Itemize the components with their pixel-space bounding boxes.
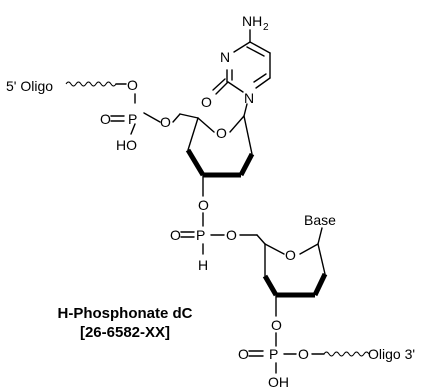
bond bbox=[229, 115, 245, 133]
bond bbox=[246, 46, 265, 57]
ring-oxygen-label: O bbox=[285, 247, 296, 263]
oxygen-label: O bbox=[238, 346, 249, 362]
bond bbox=[179, 113, 199, 119]
bond bbox=[253, 73, 267, 83]
lower-sugar bbox=[262, 227, 328, 317]
bond bbox=[187, 117, 199, 151]
bond bbox=[227, 81, 244, 93]
bond bbox=[299, 243, 319, 255]
oxygen-label: O bbox=[100, 111, 111, 127]
bond bbox=[262, 274, 279, 297]
oxygen-label: O bbox=[226, 227, 237, 243]
upper-phosphate bbox=[65, 81, 161, 135]
h-phosphonate-linkage bbox=[180, 212, 266, 255]
bond bbox=[143, 112, 161, 123]
oxygen-label: O bbox=[170, 227, 181, 243]
amine-label: NH bbox=[242, 13, 262, 29]
hydrogen-label: H bbox=[198, 257, 208, 273]
base-label: Base bbox=[304, 212, 336, 228]
catalog-number: [26-6582-XX] bbox=[80, 324, 170, 341]
bond bbox=[197, 117, 215, 133]
bond bbox=[255, 77, 271, 89]
cytosine-ring bbox=[212, 29, 271, 117]
oxygen-label: O bbox=[160, 114, 171, 130]
upper-sugar bbox=[172, 113, 255, 197]
oxygen-label: O bbox=[298, 346, 309, 362]
phosphorus-label: P bbox=[128, 111, 137, 127]
oxygen-label: O bbox=[198, 197, 209, 213]
bond bbox=[243, 115, 253, 155]
bond bbox=[317, 243, 326, 275]
amine-subscript: 2 bbox=[263, 22, 269, 33]
bond bbox=[256, 234, 266, 245]
ring-nitrogen-label: N bbox=[244, 90, 254, 106]
hydroxyl-label: HO bbox=[116, 137, 137, 153]
hydroxyl-label: OH bbox=[268, 374, 289, 390]
oligo-3-label: Oligo 3' bbox=[368, 346, 415, 362]
ring-oxygen-label: O bbox=[216, 125, 227, 141]
bond bbox=[233, 41, 251, 53]
compound-name: H-Phosphonate dC bbox=[58, 305, 193, 322]
bond bbox=[249, 41, 271, 54]
bond bbox=[264, 243, 285, 255]
carbonyl-oxygen-label: O bbox=[201, 94, 212, 110]
oxygen-label: O bbox=[271, 317, 282, 333]
bond bbox=[215, 81, 229, 95]
bond bbox=[130, 123, 136, 135]
ring-nitrogen-label: N bbox=[220, 49, 230, 65]
wavy-bond bbox=[323, 351, 370, 357]
phosphorus-label: P bbox=[269, 346, 278, 362]
oxygen-label: O bbox=[127, 77, 138, 93]
bond bbox=[317, 227, 323, 245]
bond bbox=[238, 152, 255, 177]
wavy-bond bbox=[65, 81, 117, 87]
bond bbox=[212, 78, 226, 91]
bond bbox=[185, 148, 206, 177]
bond bbox=[172, 113, 181, 123]
phosphorus-label: P bbox=[196, 227, 205, 243]
lower-phosphate bbox=[248, 332, 370, 374]
bond bbox=[312, 272, 328, 297]
bond bbox=[243, 103, 248, 117]
oligo-5-label: 5' Oligo bbox=[6, 78, 53, 94]
